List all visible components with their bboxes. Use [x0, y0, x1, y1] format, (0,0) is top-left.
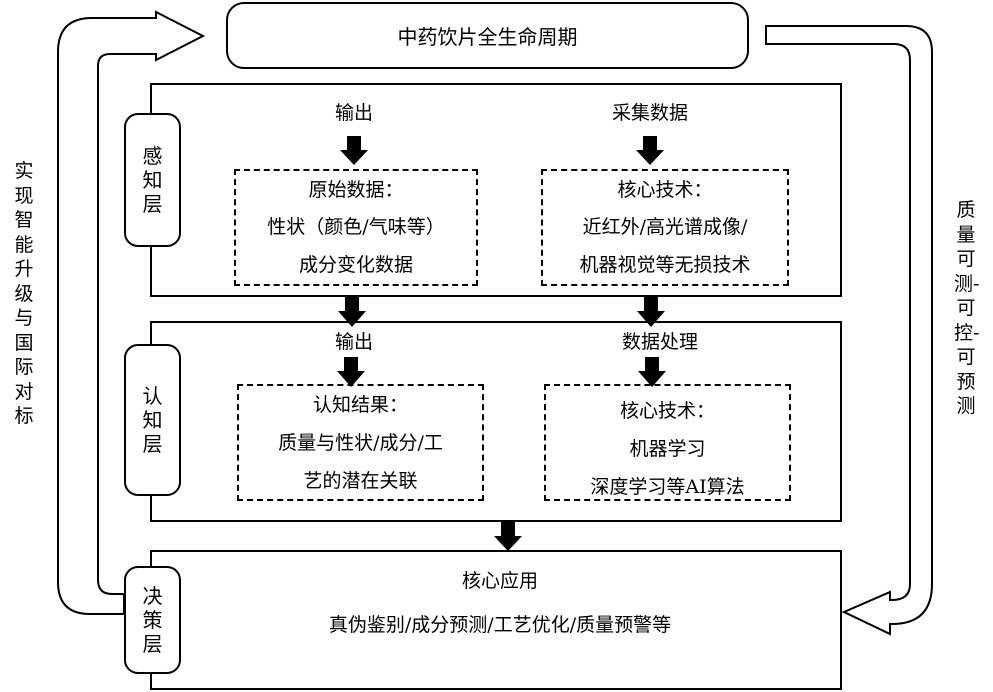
decision-core-title: 核心应用 — [461, 570, 538, 592]
decision-tab: 决策层 — [124, 566, 181, 674]
perception-tab: 感知层 — [124, 113, 181, 247]
cognition-right-header: 数据处理 — [621, 331, 698, 353]
right-loop-label: 质量可测-可控-可预测 — [954, 199, 980, 417]
cognition-tab-label: 认知层 — [142, 384, 163, 456]
arrow-between-left — [338, 297, 366, 327]
decision-tab-label: 决策层 — [142, 584, 163, 656]
cognition-result-line: 质量与性状/成分/工 — [278, 432, 443, 454]
cognition-result-title: 认知结果： — [312, 394, 408, 416]
left-loop-label: 实现智能升级与国际对标 — [14, 160, 34, 427]
perception-tab-label: 感知层 — [142, 144, 163, 216]
raw-data-line: 成分变化数据 — [298, 254, 413, 276]
arrow-to-decision — [494, 522, 522, 551]
arrow-cognition-left — [337, 357, 365, 387]
cognition-result-box: 认知结果： 质量与性状/成分/工 艺的潜在关联 — [237, 384, 484, 501]
decision-core-applications: 真伪鉴别/成分预测/工艺优化/质量预警等 — [328, 614, 672, 636]
cognition-tech-line: 机器学习 — [629, 438, 706, 460]
cognition-tech-box: 核心技术： 机器学习 深度学习等AI算法 — [544, 384, 791, 501]
raw-data-title: 原始数据： — [308, 179, 404, 201]
cognition-result-line: 艺的潜在关联 — [303, 470, 418, 492]
raw-data-line: 性状（颜色/气味等） — [267, 216, 445, 238]
cognition-tech-title: 核心技术： — [619, 400, 715, 422]
perception-tech-box: 核心技术： 近红外/高光谱成像/ 机器视觉等无损技术 — [541, 169, 789, 286]
perception-right-header: 采集数据 — [611, 102, 688, 124]
cognition-left-header: 输出 — [334, 331, 373, 353]
perception-left-header: 输出 — [334, 102, 373, 124]
cognition-tech-line: 深度学习等AI算法 — [590, 476, 745, 498]
lifecycle-title-box: 中药饮片全生命周期 — [226, 2, 749, 69]
perception-tech-title: 核心技术： — [617, 179, 713, 201]
arrow-cognition-right — [638, 357, 666, 387]
cognition-tab: 认知层 — [124, 344, 181, 496]
arrow-perception-right — [636, 136, 664, 165]
lifecycle-title: 中药饮片全生命周期 — [397, 25, 578, 49]
perception-tech-line: 近红外/高光谱成像/ — [582, 216, 748, 238]
left-loop-arrow — [57, 10, 206, 615]
raw-data-box: 原始数据： 性状（颜色/气味等） 成分变化数据 — [234, 169, 478, 286]
down-arrows — [337, 136, 666, 551]
arrow-between-right — [637, 297, 665, 327]
perception-tech-line: 机器视觉等无损技术 — [579, 254, 751, 276]
right-loop-arrow — [765, 25, 933, 636]
arrow-perception-left — [340, 136, 368, 165]
